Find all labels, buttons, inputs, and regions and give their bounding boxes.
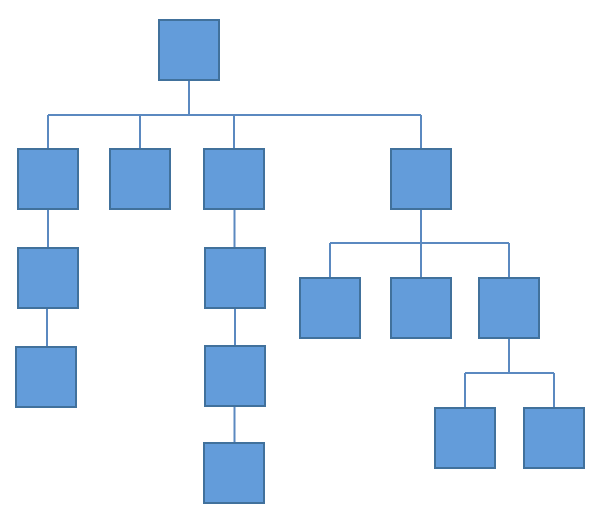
node-box-a1: [17, 247, 79, 309]
node-box-d2: [390, 277, 452, 339]
node-box-c: [203, 148, 265, 210]
node-box-d1: [299, 277, 361, 339]
node-box-root: [158, 19, 220, 81]
node-box-d: [390, 148, 452, 210]
node-box-a2: [15, 346, 77, 408]
node-box-c3: [203, 442, 265, 504]
node-layer: [15, 19, 585, 504]
node-box-d3: [478, 277, 540, 339]
node-box-d3a: [434, 407, 496, 469]
connector-layer: [46, 81, 555, 442]
node-box-d3b: [523, 407, 585, 469]
node-box-b: [109, 148, 171, 210]
node-box-c2: [204, 345, 266, 407]
node-box-a: [17, 148, 79, 210]
node-box-c1: [204, 247, 266, 309]
